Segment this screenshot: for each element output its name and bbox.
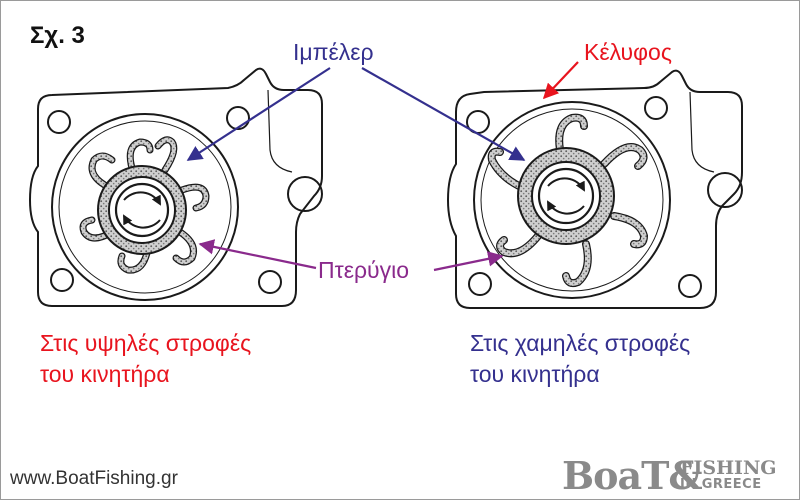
left-rotation-arrow-top: [123, 191, 161, 206]
left-housing-outline: [28, 67, 323, 307]
logo-word-boat: BoaT&: [562, 453, 703, 498]
left-bolt-hole-tr: [226, 106, 250, 130]
callout-vane: Πτερύγιο: [318, 257, 409, 283]
caption-low-rpm-line1: Στις χαμηλές στροφές: [470, 330, 691, 356]
left-port: [287, 176, 323, 212]
right-housing-inner-edge: [689, 91, 715, 173]
callout-impeller: Ιμπέλερ: [293, 39, 374, 65]
impeller-leader-right: [361, 67, 526, 161]
left-bolt-hole-bl: [50, 268, 74, 292]
right-cavity-inner: [480, 108, 664, 292]
logo-word-fishing: FISHING: [680, 457, 777, 479]
left-cavity: [51, 113, 239, 301]
website-link[interactable]: www.BoatFishing.gr: [10, 468, 178, 489]
right-shaft: [537, 167, 595, 225]
impeller-leader-left: [186, 67, 331, 161]
caption-low-rpm-line2: του κινητήρα: [470, 361, 600, 387]
left-housing-inner-edge: [267, 89, 293, 173]
right-rotation-arrow-bottom: [547, 200, 585, 215]
callout-leaders: [186, 61, 579, 272]
right-pump: [446, 69, 743, 309]
left-cavity-inner: [58, 120, 232, 294]
callout-housing: Κέλυφος: [584, 39, 672, 65]
figure-label: Σχ. 3: [30, 22, 85, 49]
logo-word-greece: IN GREECE: [680, 477, 762, 492]
caption-high-rpm: Στις υψηλές στροφές του κινητήρα: [40, 328, 251, 390]
caption-high-rpm-line2: του κινητήρα: [40, 361, 170, 387]
right-bolt-hole-br: [678, 274, 702, 298]
left-rotation-arrow-bottom: [123, 214, 161, 229]
left-bolt-hole-br: [258, 270, 282, 294]
right-housing-outline: [446, 69, 743, 309]
caption-low-rpm: Στις χαμηλές στροφές του κινητήρα: [470, 328, 690, 390]
caption-high-rpm-line1: Στις υψηλές στροφές: [40, 330, 252, 356]
left-pump: [28, 67, 323, 307]
right-port: [707, 172, 743, 208]
boatfishing-logo: BoaT& FISHING IN GREECE: [562, 453, 794, 498]
right-bolt-hole-bl: [468, 272, 492, 296]
vane-leader-right: [433, 251, 504, 272]
vane-leader-left: [198, 239, 317, 270]
housing-leader: [542, 61, 579, 100]
right-bolt-hole-tr: [644, 96, 668, 120]
left-bolt-hole-tl: [47, 110, 71, 134]
right-rotation-arrow-top: [547, 177, 585, 192]
right-cavity: [473, 101, 671, 299]
